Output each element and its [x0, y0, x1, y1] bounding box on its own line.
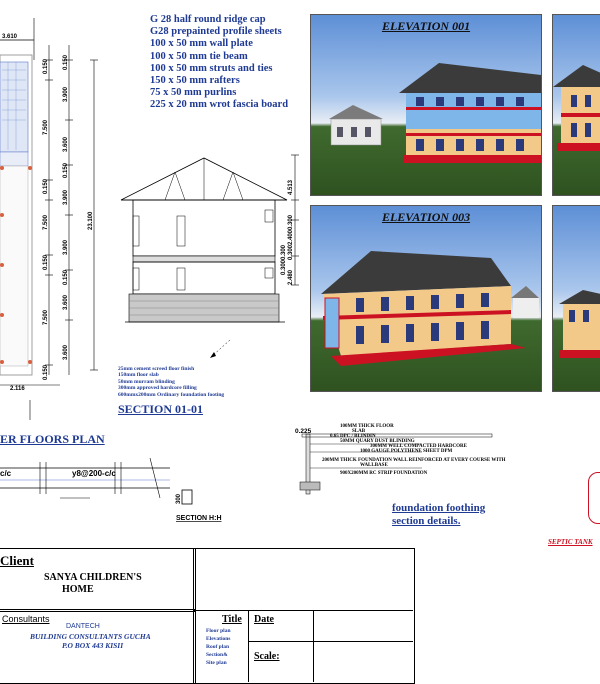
v-dim: 0.150 — [63, 54, 69, 70]
vertical-dimensions: 0.150 7.500 0.150 7.500 0.150 7.500 0.15… — [43, 45, 98, 380]
title-item: Elevations — [206, 636, 231, 642]
foundation-note: 100MM THICK FLOOR — [340, 424, 394, 429]
v-dim: 3.600 — [63, 294, 69, 310]
v-dim: 3.900 — [63, 86, 69, 102]
dim-bottom: 2.116 — [10, 386, 25, 392]
foundation-detail: 0.225 — [295, 428, 493, 495]
v-dim-total: 23.100 — [88, 211, 94, 230]
v-dim: 3.900 — [63, 189, 69, 205]
elevation-003-render: ELEVATION 003 — [310, 205, 542, 392]
v-dim: 7.500 — [43, 119, 49, 135]
spec-line: G 28 half round ridge cap — [150, 14, 266, 25]
s-dim: 4.513 — [288, 179, 294, 195]
spec-line: 100 x 50 mm struts and ties — [150, 62, 273, 74]
title-item: Roof plan — [206, 644, 230, 650]
v-dim: 0.150 — [43, 178, 49, 194]
foundation-dim: 0.225 — [295, 428, 312, 435]
s-dim: 0.300 — [281, 259, 287, 275]
v-dim: 7.500 — [43, 309, 49, 325]
client-heading: Client — [0, 553, 34, 568]
title-items: Floor plan Elevations Roof plan Section&… — [206, 627, 231, 667]
foundation-note: WALLBASE — [360, 463, 388, 468]
foundation-note: 50MM QUARY DUST BLINDING — [340, 439, 415, 444]
v-dim: 0.150 — [43, 364, 49, 380]
roof-specifications: G 28 half round ridge cap G28 prepainted… — [150, 14, 288, 112]
foundation-note: 200MM THICK FOUNDATION WALL REINFORCED A… — [322, 458, 506, 463]
v-dim: 3.600 — [63, 136, 69, 152]
v-dim: 3.600 — [63, 344, 69, 360]
date-label: Date — [254, 614, 274, 625]
v-dim: 0.150 — [43, 58, 49, 74]
section-note: 25mm cement screed floor finish — [118, 366, 195, 372]
spec-line: 225 x 20 mm wrot fascia board — [150, 99, 289, 111]
spec-line: G28 prepainted profile sheets — [150, 26, 282, 38]
foundation-note: 300MM WELL COMPACTED HARDCORE — [370, 444, 467, 449]
floors-plan-title: ER FLOORS PLAN — [0, 432, 105, 446]
floor-plan-fragment: 3.610 2.116 — [0, 18, 60, 420]
title-heading: Title — [222, 614, 242, 625]
beam-label-mid: y8@200-c/c — [72, 469, 116, 478]
consultants-heading: Consultants — [2, 614, 50, 624]
s-dim: 0.300 — [288, 214, 294, 230]
foundation-title: foundation foothing section details. — [392, 502, 486, 527]
elevation-003-title: ELEVATION 003 — [381, 210, 471, 224]
v-dim: 0.150 — [63, 269, 69, 285]
spec-line: 150 x 50 mm rafters — [150, 75, 240, 87]
septic-tank-shape — [588, 472, 600, 524]
beam-label-left: c/c — [0, 469, 12, 478]
title-item: Section& — [206, 652, 228, 658]
section-note: 50mm murram blinding — [118, 378, 175, 385]
section-note: 600mmx200mm Ordinary foundation footing — [118, 391, 225, 398]
s-dim: 2.400 — [288, 229, 294, 245]
foundation-note: 0.65 DPC / BLINDIN — [330, 434, 376, 439]
foundation-note: 900X200MM RC STRIP FOUNDATION — [340, 471, 428, 476]
section-notes: 25mm cement screed floor finish 150mm fl… — [118, 366, 224, 398]
section-hh-title: SECTION H:H — [176, 515, 222, 522]
section-note: 300mm approved hardcore filling — [118, 385, 197, 392]
spec-line: 75 x 50 mm purlins — [150, 87, 237, 99]
title-item: Floor plan — [206, 628, 231, 634]
v-dim: 0.150 — [43, 254, 49, 270]
elevation-002-render — [552, 14, 600, 196]
s-dim: 2.480 — [288, 269, 294, 285]
section-drawing — [120, 154, 299, 359]
foundation-note: SLAB — [352, 429, 366, 434]
elevation-004-render — [552, 205, 600, 392]
beam-detail: c/c y8@200-c/c 300 SECTION H:H — [0, 457, 222, 522]
s-dim: 0.300 — [288, 244, 294, 260]
firm-short: DANTECH — [66, 623, 100, 630]
elevation-001-render: ELEVATION 001 — [310, 14, 542, 196]
section-note: 150mm floor slab — [118, 372, 159, 379]
s-dim: 0.300 — [281, 244, 287, 260]
v-dim: 7.500 — [43, 214, 49, 230]
section-dimensions: 4.513 0.300 0.300 2.400 0.300 0.300 2.48… — [281, 179, 294, 285]
foundation-note: 1000 GAUGE POLYTHENE SHEET DPM — [360, 449, 453, 454]
septic-tank-label: SEPTIC TANK — [548, 538, 593, 546]
client-name-2: HOME — [62, 584, 94, 595]
scale-label: Scale: — [254, 651, 280, 662]
spec-line: 100 x 50 mm wall plate — [150, 38, 253, 50]
foundation-notes: 100MM THICK FLOOR SLAB 0.65 DPC / BLINDI… — [322, 424, 506, 476]
section-title: SECTION 01-01 — [118, 402, 204, 416]
beam-small-label: 300 — [176, 493, 182, 504]
firm-line-2: P.O BOX 443 KISII — [62, 641, 124, 650]
client-box — [0, 548, 196, 612]
title-item: Site plan — [206, 660, 227, 666]
v-dim: 0.150 — [63, 162, 69, 178]
dim-top: 3.610 — [2, 34, 18, 40]
spec-line: 100 x 50 mm tie beam — [150, 50, 248, 62]
firm-line-1: BUILDING CONSULTANTS GUCHA — [30, 632, 151, 641]
v-dim: 3.900 — [63, 239, 69, 255]
client-name-1: SANYA CHILDREN'S — [44, 572, 142, 583]
elevation-001-title: ELEVATION 001 — [381, 19, 471, 33]
